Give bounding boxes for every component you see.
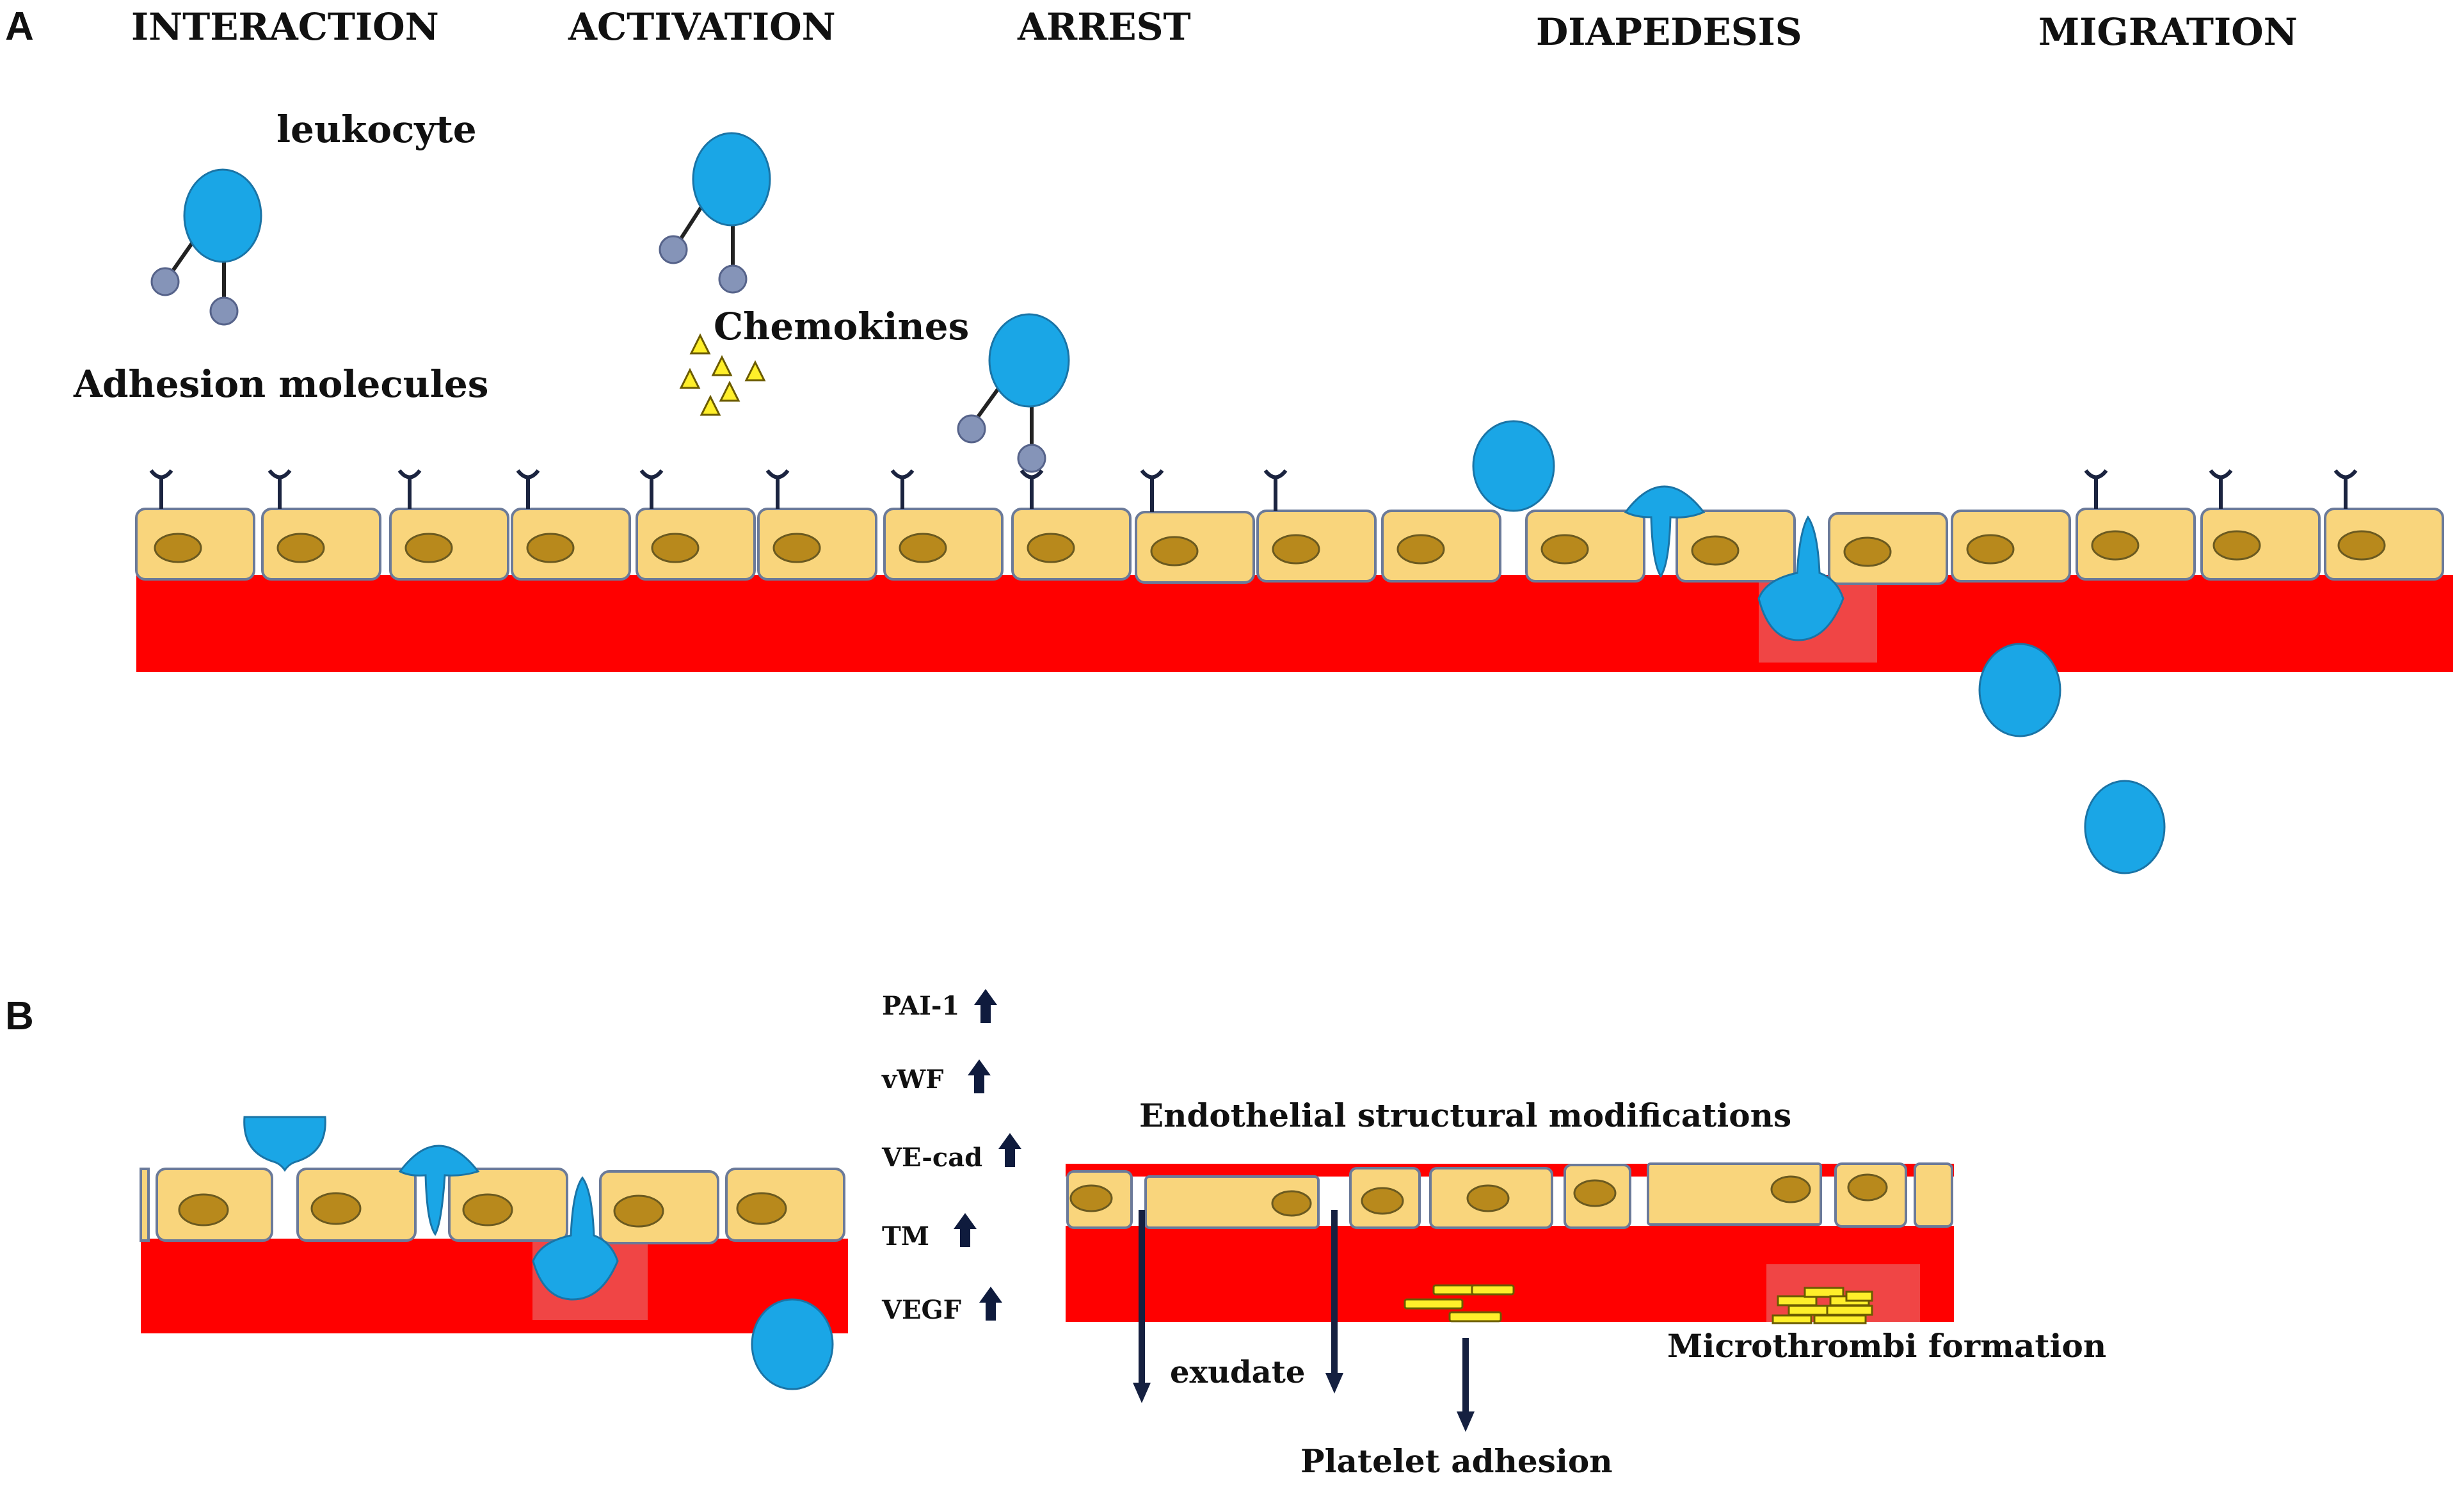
leukocyte-migration <box>1978 643 2166 874</box>
stage-arrest: ARREST <box>1017 5 1191 49</box>
label-adhesion-molecules: Adhesion molecules <box>73 362 488 406</box>
marker-label: vWF <box>881 1065 944 1095</box>
up-arrow-icon <box>974 989 997 1023</box>
exudate-arrows <box>1133 1210 1343 1403</box>
stage-migration: MIGRATION <box>2038 10 2298 54</box>
vessel-wall-a <box>136 575 2453 672</box>
label-structural-modifications: Endothelial structural modifications <box>1139 1097 1791 1134</box>
chemokines-cluster <box>679 333 766 416</box>
endothelial-layer-a <box>135 508 2444 585</box>
leukocyte-arrest <box>957 313 1070 473</box>
stage-interaction: INTERACTION <box>131 5 439 49</box>
label-microthrombi: Microthrombi formation <box>1667 1327 2106 1365</box>
stage-activation: ACTIVATION <box>568 5 836 49</box>
label-exudate: exudate <box>1170 1354 1305 1390</box>
marker-tm: TM <box>882 1213 977 1251</box>
up-arrow-icon <box>968 1059 991 1093</box>
up-arrow-icon <box>954 1213 977 1247</box>
marker-label: VEGF <box>881 1295 961 1325</box>
leukocyte-diapedesis <box>1472 420 1844 641</box>
label-leukocyte: leukocyte <box>276 108 477 151</box>
label-chemokines: Chemokines <box>714 305 969 348</box>
marker-vecad: VE-cad <box>881 1133 1021 1173</box>
marker-label: TM <box>882 1221 929 1251</box>
leukocyte-activation <box>659 132 771 294</box>
panel-label-a: A <box>5 4 34 49</box>
up-arrow-icon <box>998 1133 1021 1167</box>
marker-label: VE-cad <box>881 1143 982 1173</box>
marker-pai1: PAI-1 <box>882 989 997 1023</box>
vessel-wall-b-left <box>141 1239 848 1333</box>
label-platelet-adhesion: Platelet adhesion <box>1300 1442 1613 1480</box>
stage-diapedesis: DIAPEDESIS <box>1536 10 1802 54</box>
marker-label: PAI-1 <box>882 991 959 1021</box>
leukocyte-interaction <box>150 168 262 326</box>
adhesion-receptors <box>149 469 2358 512</box>
platelets <box>1404 1284 1515 1322</box>
endothelial-layer-b-left <box>140 1168 845 1244</box>
microthrombi <box>1772 1287 1873 1324</box>
marker-vegf: VEGF <box>881 1287 1002 1325</box>
panel-label-b: B <box>5 994 34 1038</box>
leukocyte-diapedesis-b <box>243 1116 834 1390</box>
up-arrow-icon <box>979 1287 1002 1321</box>
endothelial-layer-b-right <box>1066 1162 1954 1229</box>
marker-vwf: vWF <box>881 1059 991 1095</box>
marker-list: PAI-1 vWF VE-cad TM VEGF <box>881 989 1021 1325</box>
platelet-adhesion-arrow <box>1457 1338 1475 1432</box>
